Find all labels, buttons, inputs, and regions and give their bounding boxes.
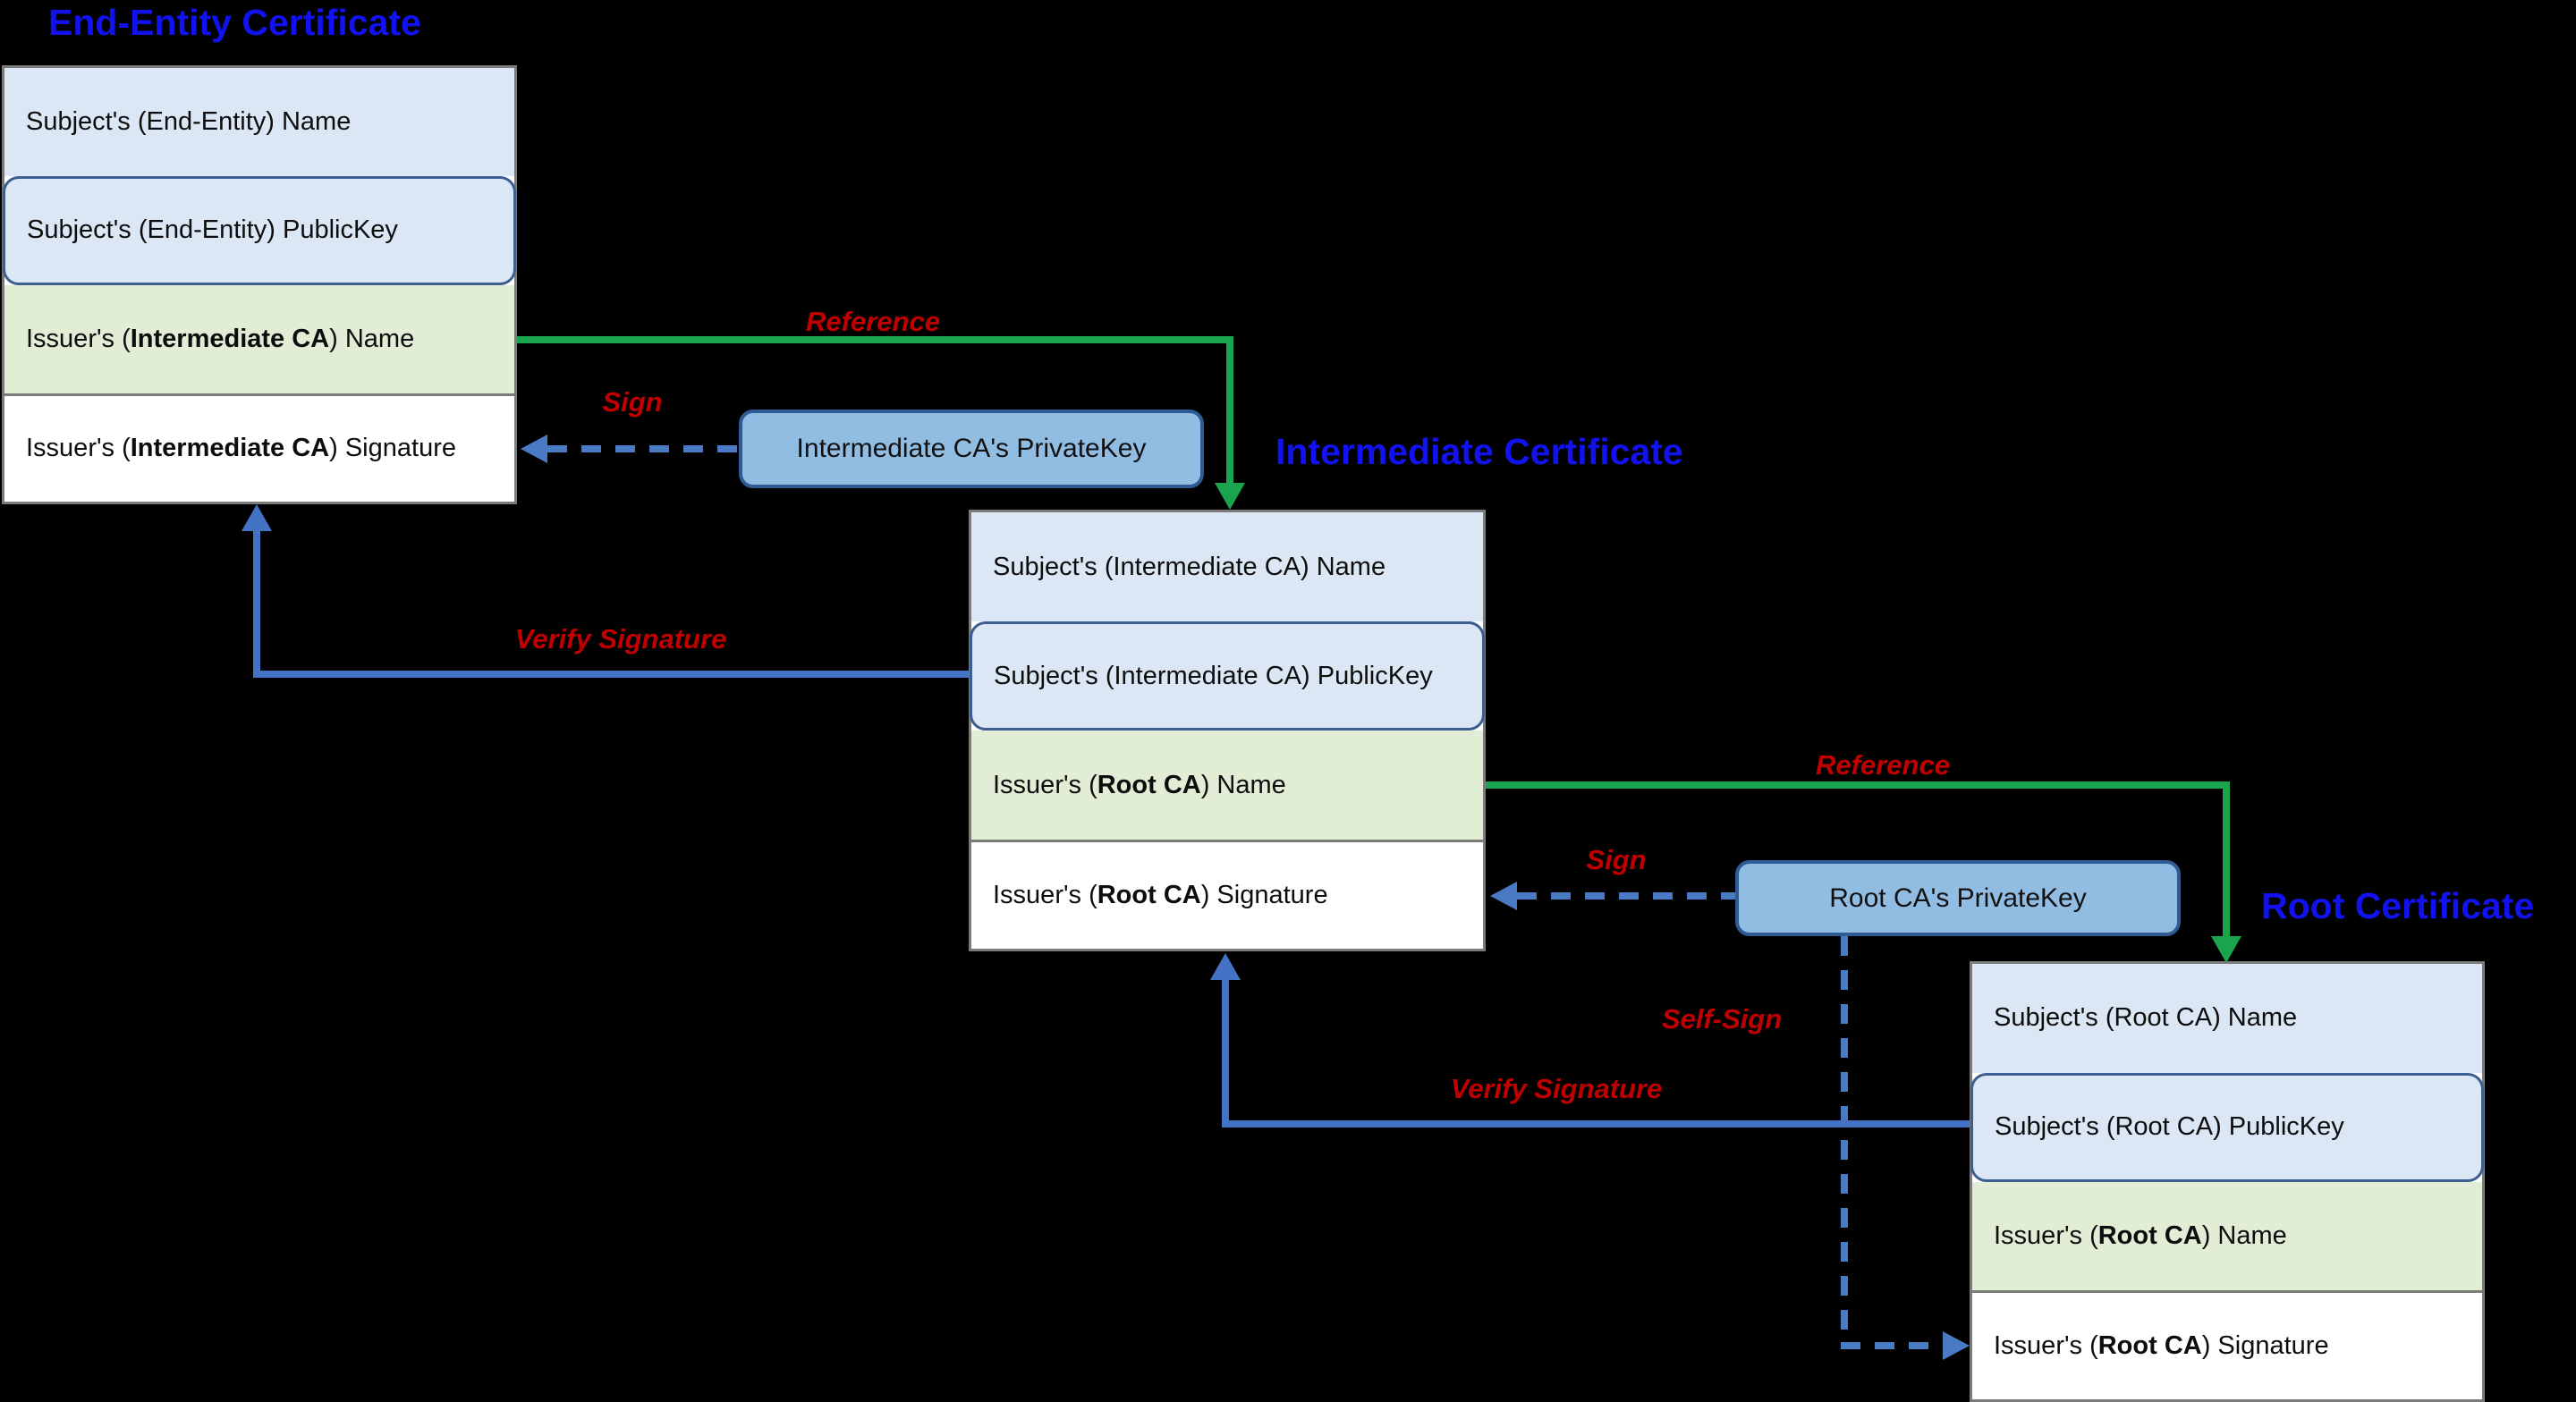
row-label: Subject's (Intermediate CA) PublicKey: [994, 661, 1433, 690]
sign-arrow-2-label: Sign: [1586, 844, 1647, 875]
verify-signature-arrow-2-label: Verify Signature: [1450, 1073, 1663, 1104]
row-label: Issuer's (Intermediate CA) Name: [26, 324, 415, 353]
certificate-box-root: Subject's (Root CA) Name Subject's (Root…: [1970, 961, 2485, 1402]
row-label: Issuer's (Intermediate CA) Signature: [26, 434, 456, 463]
row-label: Issuer's (Root CA) Name: [993, 770, 1286, 799]
row-label: Subject's (End-Entity) Name: [26, 107, 352, 137]
root-ca-privatekey-box: Root CA's PrivateKey: [1735, 860, 2181, 936]
sign-arrow-1-head: [521, 435, 547, 463]
title-end-entity-certificate: End-Entity Certificate: [48, 2, 421, 43]
verify-signature-arrow-2-head: [1210, 953, 1241, 980]
reference-arrow-1-line: [1226, 336, 1233, 485]
row-issuer-name: Issuer's (Root CA) Name: [1972, 1181, 2482, 1291]
self-sign-arrow-line: [1841, 936, 1848, 1346]
reference-arrow-1-label: Reference: [806, 306, 940, 337]
row-issuer-signature: Issuer's (Intermediate CA) Signature: [4, 393, 514, 502]
verify-signature-arrow-1-line: [253, 529, 260, 678]
sign-arrow-1-label: Sign: [602, 386, 663, 418]
row-label: Subject's (Root CA) PublicKey: [1995, 1112, 2344, 1142]
row-issuer-name: Issuer's (Intermediate CA) Name: [4, 284, 514, 393]
sign-arrow-2-head: [1490, 882, 1517, 910]
row-label: Issuer's (Root CA) Name: [1994, 1220, 2287, 1250]
self-sign-arrow-line: [1841, 1342, 1943, 1349]
reference-arrow-2-line: [2223, 781, 2230, 938]
intermediate-ca-privatekey-box: Intermediate CA's PrivateKey: [739, 410, 1204, 488]
row-label: Issuer's (Root CA) Signature: [1994, 1331, 2329, 1361]
verify-signature-arrow-1-line: [253, 671, 969, 678]
self-sign-arrow-head: [1943, 1331, 1970, 1360]
reference-arrow-2-head: [2211, 936, 2241, 963]
reference-arrow-1-line: [517, 336, 1230, 343]
certificate-box-end-entity: Subject's (End-Entity) Name Subject's (E…: [2, 65, 517, 504]
verify-signature-arrow-2-line: [1222, 1120, 1970, 1128]
title-intermediate-certificate: Intermediate Certificate: [1275, 431, 1683, 472]
verify-signature-arrow-1-label: Verify Signature: [514, 623, 727, 655]
row-subject-name: Subject's (Root CA) Name: [1972, 964, 2482, 1073]
title-root-certificate: Root Certificate: [2261, 885, 2535, 926]
verify-signature-arrow-1-head: [242, 504, 272, 531]
row-subject-name: Subject's (End-Entity) Name: [4, 68, 514, 177]
reference-arrow-1-head: [1215, 483, 1245, 510]
verify-signature-arrow-2-line: [1222, 978, 1229, 1124]
self-sign-arrow-label: Self-Sign: [1661, 1003, 1783, 1035]
row-subject-publickey: Subject's (Root CA) PublicKey: [1970, 1072, 2484, 1182]
certificate-box-intermediate: Subject's (Intermediate CA) Name Subject…: [969, 510, 1486, 951]
row-issuer-signature: Issuer's (Root CA) Signature: [971, 840, 1483, 949]
row-label: Subject's (Root CA) Name: [1994, 1003, 2298, 1033]
row-subject-name: Subject's (Intermediate CA) Name: [971, 512, 1483, 621]
row-subject-publickey: Subject's (Intermediate CA) PublicKey: [970, 621, 1485, 731]
sign-arrow-1-line: [547, 445, 742, 452]
row-label: Subject's (End-Entity) PublicKey: [27, 215, 398, 245]
reference-arrow-2-label: Reference: [1816, 749, 1950, 781]
row-subject-publickey: Subject's (End-Entity) PublicKey: [3, 176, 516, 285]
row-issuer-name: Issuer's (Root CA) Name: [971, 731, 1483, 840]
sign-arrow-2-line: [1517, 892, 1735, 899]
row-label: Subject's (Intermediate CA) Name: [993, 552, 1386, 581]
row-label: Issuer's (Root CA) Signature: [993, 881, 1328, 909]
reference-arrow-2-line: [1486, 781, 2230, 789]
row-issuer-signature: Issuer's (Root CA) Signature: [1972, 1290, 2482, 1399]
